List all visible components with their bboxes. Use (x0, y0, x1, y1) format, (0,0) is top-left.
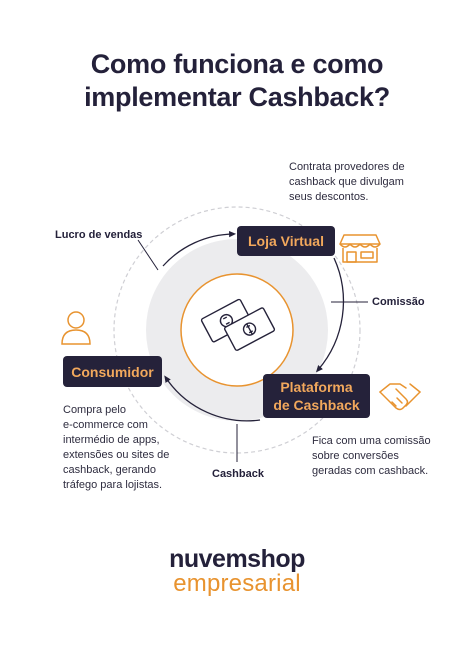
description-loja-line: Contrata provedores de (289, 161, 405, 173)
flow-label-lucro: Lucro de vendas (55, 229, 143, 241)
description-consumidor-line: tráfego para lojistas. (63, 479, 163, 491)
flow-arc-comissao (315, 257, 345, 373)
flow-arc-lucro (162, 230, 237, 267)
description-consumidor-line: cashback, gerando (63, 464, 156, 476)
money-bills-icon (200, 298, 276, 351)
description-loja: Contrata provedores de cashback que divu… (289, 160, 405, 205)
handshake-icon (379, 383, 421, 411)
description-plataforma-line: Fica com uma comissão (312, 435, 431, 447)
description-loja-line: seus descontos. (289, 191, 369, 203)
flow-arc-cashback (164, 375, 261, 422)
description-consumidor-line: intermédio de apps, (63, 434, 160, 446)
flow-label-comissao: Comissão (372, 296, 425, 308)
description-plataforma: Fica com uma comissão sobre conversões g… (312, 434, 431, 479)
plataforma-line-2: de Cashback (273, 397, 360, 413)
title-line-2: implementar Cashback? (84, 82, 390, 112)
node-consumidor: Consumidor (63, 356, 162, 387)
brand-name: nuvemshop (169, 545, 305, 573)
flow-label-cashback: Cashback (212, 468, 264, 480)
connector-lucro (137, 239, 159, 271)
plataforma-line-1: Plataforma (280, 379, 353, 395)
person-icon (61, 311, 91, 345)
description-plataforma-line: geradas com cashback. (312, 465, 429, 477)
page-title: Como funciona e como implementar Cashbac… (40, 48, 434, 114)
description-loja-line: cashback que divulgam (289, 176, 404, 188)
description-consumidor: Compra pelo e-commerce com intermédio de… (63, 403, 169, 493)
node-loja-virtual: Loja Virtual (237, 226, 335, 256)
description-consumidor-line: e-commerce com (63, 419, 148, 431)
brand-sub: empresarial (173, 570, 301, 597)
title-line-1: Como funciona e como (90, 49, 384, 79)
node-plataforma-cashback: Plataforma de Cashback (263, 374, 370, 418)
description-consumidor-line: extensões ou sites de (63, 449, 170, 461)
description-consumidor-line: Compra pelo (63, 404, 126, 416)
description-plataforma-line: sobre conversões (312, 450, 399, 462)
storefront-icon (339, 234, 381, 263)
outer-dashed-ring (113, 206, 361, 454)
